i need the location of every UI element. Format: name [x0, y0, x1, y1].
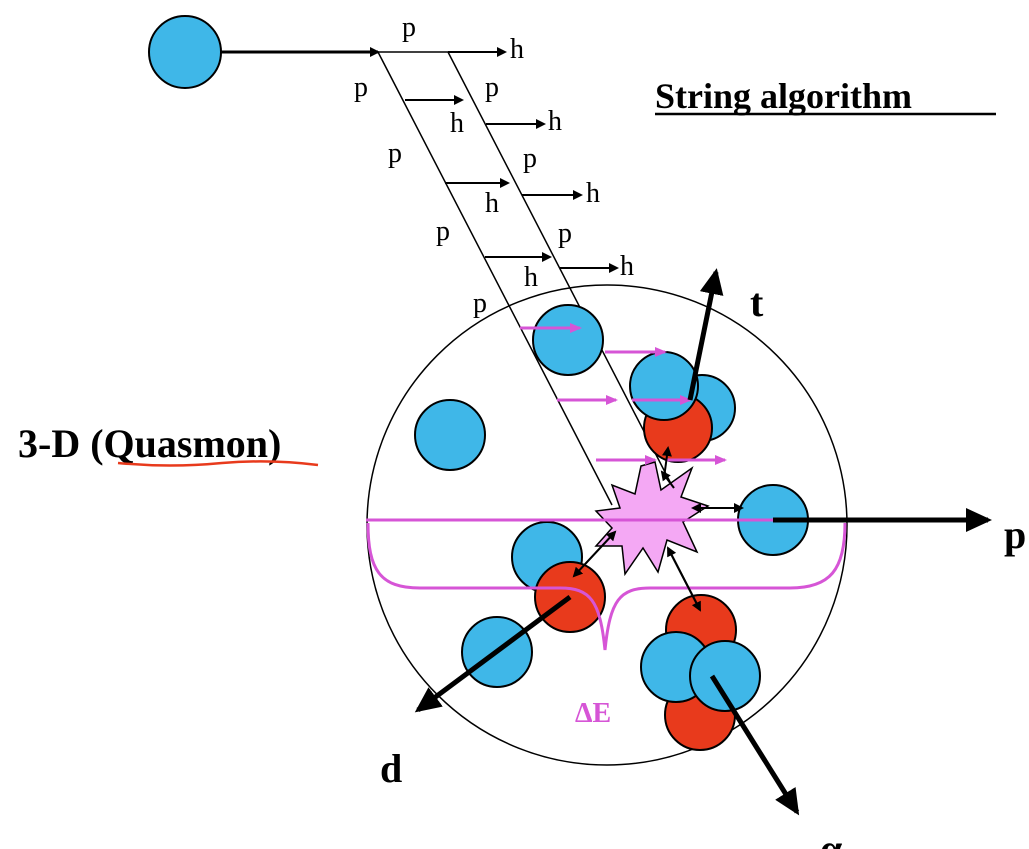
svg-text:h: h	[524, 262, 538, 293]
svg-text:h: h	[510, 34, 524, 65]
svg-text:p: p	[436, 216, 450, 247]
quasmon-burst	[594, 461, 710, 577]
string-ladder	[377, 47, 683, 506]
model-label: 3-D (Quasmon)	[18, 421, 281, 466]
svg-text:h: h	[450, 108, 464, 139]
triton-out-arrow	[687, 268, 724, 401]
svg-text:p: p	[402, 12, 416, 43]
svg-text:p: p	[354, 72, 368, 103]
label-p: p	[1004, 512, 1026, 557]
svg-text:h: h	[620, 251, 634, 282]
svg-text:p: p	[523, 143, 537, 174]
label-d: d	[380, 746, 402, 791]
svg-text:p: p	[558, 218, 572, 249]
triton-cluster	[629, 351, 736, 463]
svg-text:p: p	[473, 288, 487, 319]
nucleon-struck-1	[532, 304, 604, 376]
svg-text:p: p	[388, 138, 402, 169]
svg-text:h: h	[586, 178, 600, 209]
diagram-title: String algorithm	[655, 76, 912, 116]
delta-e-label: ΔE	[575, 698, 611, 729]
alpha-cluster	[640, 594, 761, 751]
parton-arrows	[520, 323, 727, 465]
svg-text:p: p	[485, 72, 499, 103]
quasmon-arrows	[572, 446, 744, 612]
model-label-word: Quasmon	[104, 421, 269, 466]
deuteron-out-arrow	[414, 594, 572, 713]
svg-text:h: h	[485, 188, 499, 219]
delta-e-brace	[366, 522, 847, 651]
nucleon-free	[414, 399, 486, 471]
spellcheck-underline	[117, 460, 319, 467]
svg-text:h: h	[548, 106, 562, 137]
alpha-out-arrow	[709, 674, 800, 816]
label-alpha: α	[820, 826, 842, 849]
deuteron-cluster	[511, 521, 606, 633]
projectile-nucleon	[148, 15, 222, 89]
label-t: t	[750, 280, 764, 325]
string-labels: p h p p h h p p h h p p h h p	[354, 12, 634, 319]
